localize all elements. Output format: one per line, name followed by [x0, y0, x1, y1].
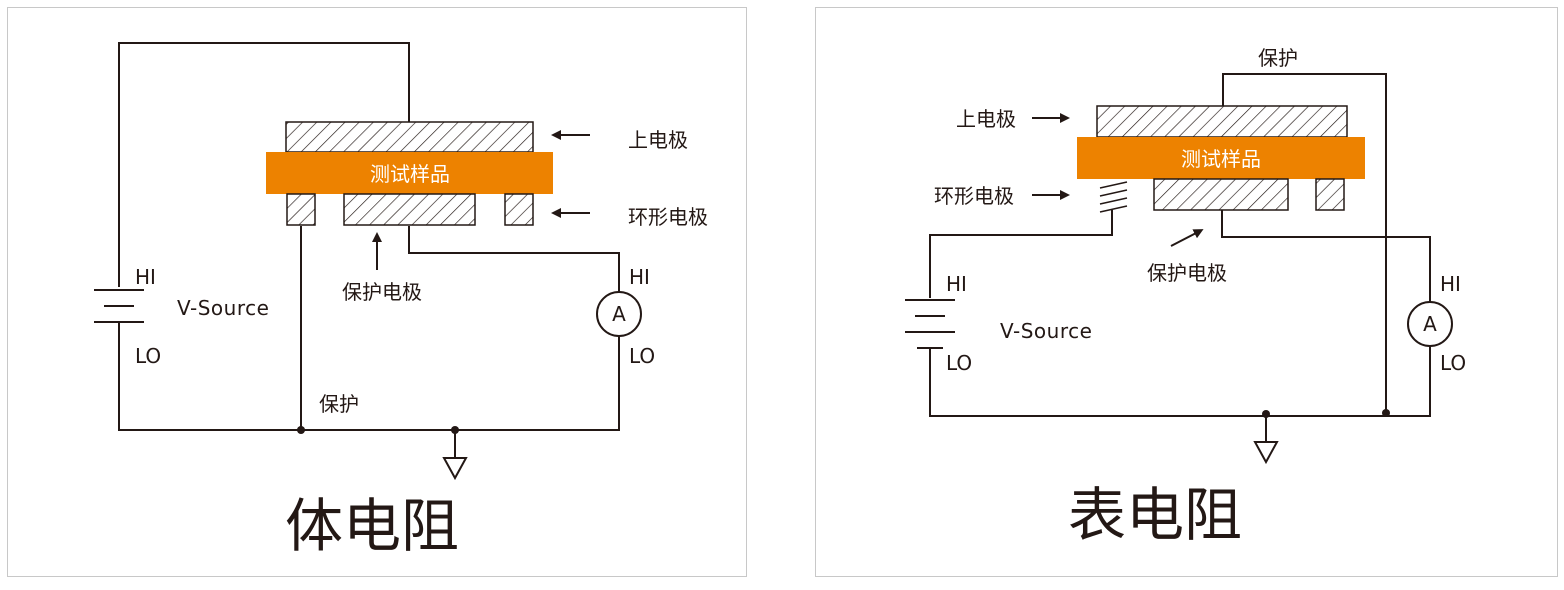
- ammeter-hi-wire: [1221, 210, 1431, 302]
- guard-electrode: [1153, 178, 1289, 211]
- ammeter-label: A: [1423, 312, 1437, 336]
- ammeter-label: A: [612, 302, 626, 326]
- ammeter-icon: [596, 291, 642, 337]
- guard-label: 保护: [1258, 46, 1298, 70]
- source-hi-label: HI: [135, 265, 156, 289]
- guard-electrode: [343, 193, 476, 226]
- test-sample: [1077, 137, 1365, 179]
- top-electrode-label: 上电极: [956, 107, 1016, 131]
- junction-dot: [451, 426, 459, 434]
- top-electrode: [1096, 105, 1348, 138]
- sample-label: 测试样品: [1181, 147, 1261, 171]
- volume-resistance-panel: [7, 7, 747, 577]
- guard-electrode-label: 保护电极: [342, 280, 422, 304]
- vsource-label: V-Source: [1000, 319, 1092, 343]
- junction-dot: [1262, 410, 1270, 418]
- source-lo-label: LO: [135, 344, 161, 368]
- arrow-icon: [1170, 229, 1204, 247]
- ammeter-icon: [1407, 301, 1453, 347]
- ammeter-lo-label: LO: [629, 344, 655, 368]
- volume-title: 体电阻: [285, 492, 459, 560]
- ground-icon: [442, 457, 468, 481]
- surface-resistance-panel: [815, 7, 1558, 577]
- source-lo-wire: [929, 346, 1431, 417]
- ammeter-hi-wire: [408, 226, 620, 292]
- top-electrode: [285, 121, 534, 153]
- surface-title: 表电阻: [1068, 481, 1242, 549]
- ring-electrode-left: [1099, 181, 1128, 213]
- ring-electrode-left: [286, 193, 316, 226]
- top-electrode-wire: [118, 42, 410, 287]
- ground-icon: [1253, 441, 1279, 465]
- source-lo-label: LO: [946, 351, 972, 375]
- test-sample: [266, 152, 553, 194]
- surface-diagram: 测试样品 A 保护 上电极 环形电极 保护电极 V-Source HI LO H…: [905, 46, 1466, 549]
- sample-label: 测试样品: [370, 162, 450, 186]
- junction-dot: [297, 426, 305, 434]
- guard-electrode-label: 保护电极: [1147, 261, 1227, 285]
- source-lo-wire: [118, 322, 620, 431]
- source-hi-wire: [929, 210, 1113, 298]
- source-hi-label: HI: [946, 272, 967, 296]
- guard-top-wire: [1222, 73, 1387, 413]
- ring-electrode-label: 环形电极: [934, 184, 1014, 208]
- ammeter-hi-label: HI: [629, 265, 650, 289]
- ring-electrode-right: [1315, 178, 1345, 211]
- volume-diagram: 测试样品 A 上电极 环形电极 保护电极 保护 V-Source HI LO H…: [94, 42, 708, 560]
- ring-electrode-right: [504, 193, 534, 226]
- top-electrode-label: 上电极: [628, 128, 688, 152]
- vsource-label: V-Source: [177, 296, 269, 320]
- ammeter-hi-label: HI: [1440, 272, 1461, 296]
- junction-dot: [1382, 409, 1390, 417]
- ammeter-lo-label: LO: [1440, 351, 1466, 375]
- guard-label: 保护: [319, 392, 359, 416]
- ring-electrode-label: 环形电极: [628, 205, 708, 229]
